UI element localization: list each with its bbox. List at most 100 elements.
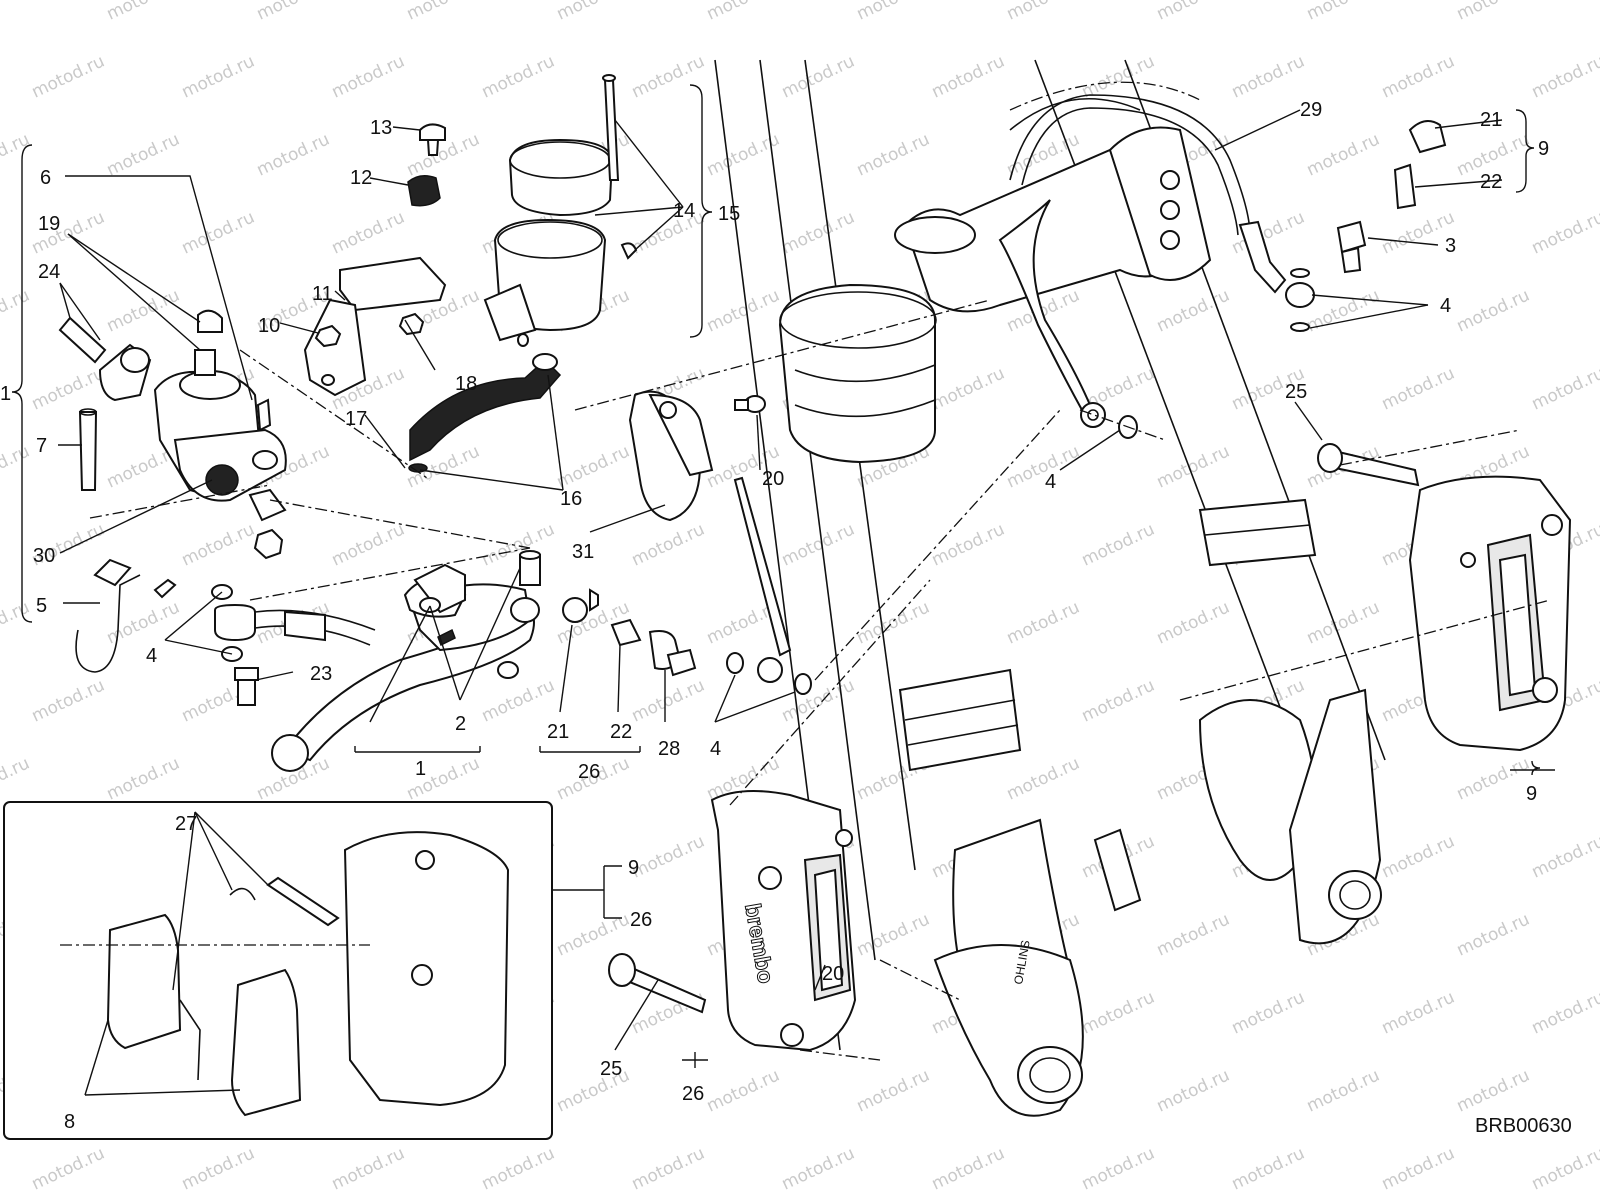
callout-27: 27 xyxy=(175,813,197,835)
left-caliper: brembo xyxy=(608,790,857,1052)
watermark-text: motod.ru xyxy=(1229,207,1308,258)
watermark-text: motod.ru xyxy=(479,519,558,570)
watermark-text: motod.ru xyxy=(629,519,708,570)
callout-11: 11 xyxy=(312,283,333,305)
callout-23: 23 xyxy=(310,663,332,685)
watermark-text: motod.ru xyxy=(1529,1143,1600,1194)
callout-17: 17 xyxy=(345,408,367,430)
watermark-text: motod.ru xyxy=(29,1143,108,1194)
right-bleeder-parts xyxy=(1336,120,1447,274)
watermark-text: motod.ru xyxy=(479,1143,558,1194)
banjo-fittings-center xyxy=(562,476,812,695)
callout-22-center: 22 xyxy=(610,721,632,743)
watermark-text: motod.ru xyxy=(929,1143,1008,1194)
watermark-text: motod.ru xyxy=(1154,285,1233,336)
callout-25-right: 25 xyxy=(1285,381,1307,403)
callout-14: 14 xyxy=(673,200,695,222)
callout-4-center: 4 xyxy=(710,738,721,760)
watermark-text: motod.ru xyxy=(1004,597,1083,648)
callout-19: 19 xyxy=(38,213,60,235)
callout-26-center: 26 xyxy=(578,761,600,783)
watermark-text: motod.ru xyxy=(704,0,783,25)
watermark-text: motod.ru xyxy=(629,675,708,726)
watermark-text: motod.ru xyxy=(779,519,858,570)
callout-6: 6 xyxy=(40,167,51,189)
watermark-text: motod.ru xyxy=(329,207,408,258)
watermark-text: motod.ru xyxy=(1454,909,1533,960)
watermark-text: motod.ru xyxy=(1529,987,1600,1038)
callout-labels: 13 12 6 19 24 11 10 18 17 7 1 30 5 4 23 … xyxy=(0,99,1572,1137)
callout-2: 2 xyxy=(455,713,466,735)
watermark-text: motod.ru xyxy=(1304,285,1383,336)
watermark-text: motod.ru xyxy=(104,129,183,180)
callout-15: 15 xyxy=(718,203,740,225)
watermark-text: motod.ru xyxy=(1079,675,1158,726)
watermark-text: motod.ru xyxy=(1379,1143,1458,1194)
watermark-text: motod.ru xyxy=(779,207,858,258)
fork-clamp-assembly xyxy=(778,81,1212,464)
watermark-text: motod.ru xyxy=(1379,831,1458,882)
left-fork-leg: OHLINS xyxy=(714,59,1142,1117)
watermark-text: motod.ru xyxy=(1229,1143,1308,1194)
watermark-text: motod.ru xyxy=(779,1143,858,1194)
watermark-text: motod.ru xyxy=(1379,51,1458,102)
callout-29: 29 xyxy=(1300,99,1322,121)
watermark-text: motod.ru xyxy=(1379,987,1458,1038)
watermark-text: motod.ru xyxy=(1379,363,1458,414)
watermark-text: motod.ru xyxy=(0,441,33,492)
watermark-text: motod.ru xyxy=(1304,1065,1383,1116)
watermark-text: motod.ru xyxy=(854,1065,933,1116)
callout-28: 28 xyxy=(658,738,680,760)
watermark-text: motod.ru xyxy=(104,0,183,25)
watermark-text: motod.ru xyxy=(1154,441,1233,492)
callout-13: 13 xyxy=(370,117,392,139)
right-fork-leg xyxy=(1034,59,1386,945)
brake-lever-assembly xyxy=(271,550,541,772)
watermark-text: motod.ru xyxy=(1454,0,1533,25)
watermark-text: motod.ru xyxy=(1079,519,1158,570)
callout-26-inset: 26 xyxy=(630,909,652,931)
watermark-text: motod.ru xyxy=(479,675,558,726)
watermark-text: motod.ru xyxy=(104,285,183,336)
watermark-text: motod.ru xyxy=(629,1143,708,1194)
watermark-text: motod.ru xyxy=(104,753,183,804)
callout-25-left: 25 xyxy=(600,1058,622,1080)
brake-hose-left xyxy=(998,199,1138,439)
watermark-text: motod.ru xyxy=(404,0,483,25)
watermark-text: motod.ru xyxy=(1304,129,1383,180)
watermark-text: motod.ru xyxy=(0,285,33,336)
watermark-text: motod.ru xyxy=(254,0,333,25)
hose-clamp-bracket xyxy=(628,390,766,522)
watermark-text: motod.ru xyxy=(1154,1065,1233,1116)
callout-21-right: 21 xyxy=(1480,109,1502,131)
watermark-text: motod.ru xyxy=(704,285,783,336)
watermark-text: motod.ru xyxy=(1004,753,1083,804)
callout-30: 30 xyxy=(33,545,55,567)
callout-20-caliper: 20 xyxy=(822,963,844,985)
right-caliper xyxy=(1317,443,1572,752)
callout-4-right: 4 xyxy=(1440,295,1451,317)
callout-31: 31 xyxy=(572,541,594,563)
watermark-text: motod.ru xyxy=(704,1065,783,1116)
watermark-text: motod.ru xyxy=(329,519,408,570)
watermark-text: motod.ru xyxy=(1529,831,1600,882)
watermark-text: motod.ru xyxy=(779,675,858,726)
callout-21-center: 21 xyxy=(547,721,569,743)
reservoir-assembly xyxy=(303,74,638,473)
watermark-text: motod.ru xyxy=(1154,0,1233,25)
watermark-text: motod.ru xyxy=(1454,1065,1533,1116)
watermark-text: motod.ru xyxy=(179,207,258,258)
watermark-text: motod.ru xyxy=(29,363,108,414)
drawing-code: BRB00630 xyxy=(1475,1115,1572,1137)
callout-7: 7 xyxy=(36,435,47,457)
callout-9-bracket: 9 xyxy=(1538,138,1549,160)
watermark-text: motod.ru xyxy=(554,909,633,960)
watermark-text: motod.ru xyxy=(1529,51,1600,102)
callout-24: 24 xyxy=(38,261,60,283)
brake-pad-inset xyxy=(3,801,553,1140)
watermark-text: motod.ru xyxy=(1154,909,1233,960)
callout-26-left: 26 xyxy=(682,1083,704,1105)
watermark-text: motod.ru xyxy=(554,441,633,492)
callout-5: 5 xyxy=(36,595,47,617)
watermark-text: motod.ru xyxy=(29,675,108,726)
